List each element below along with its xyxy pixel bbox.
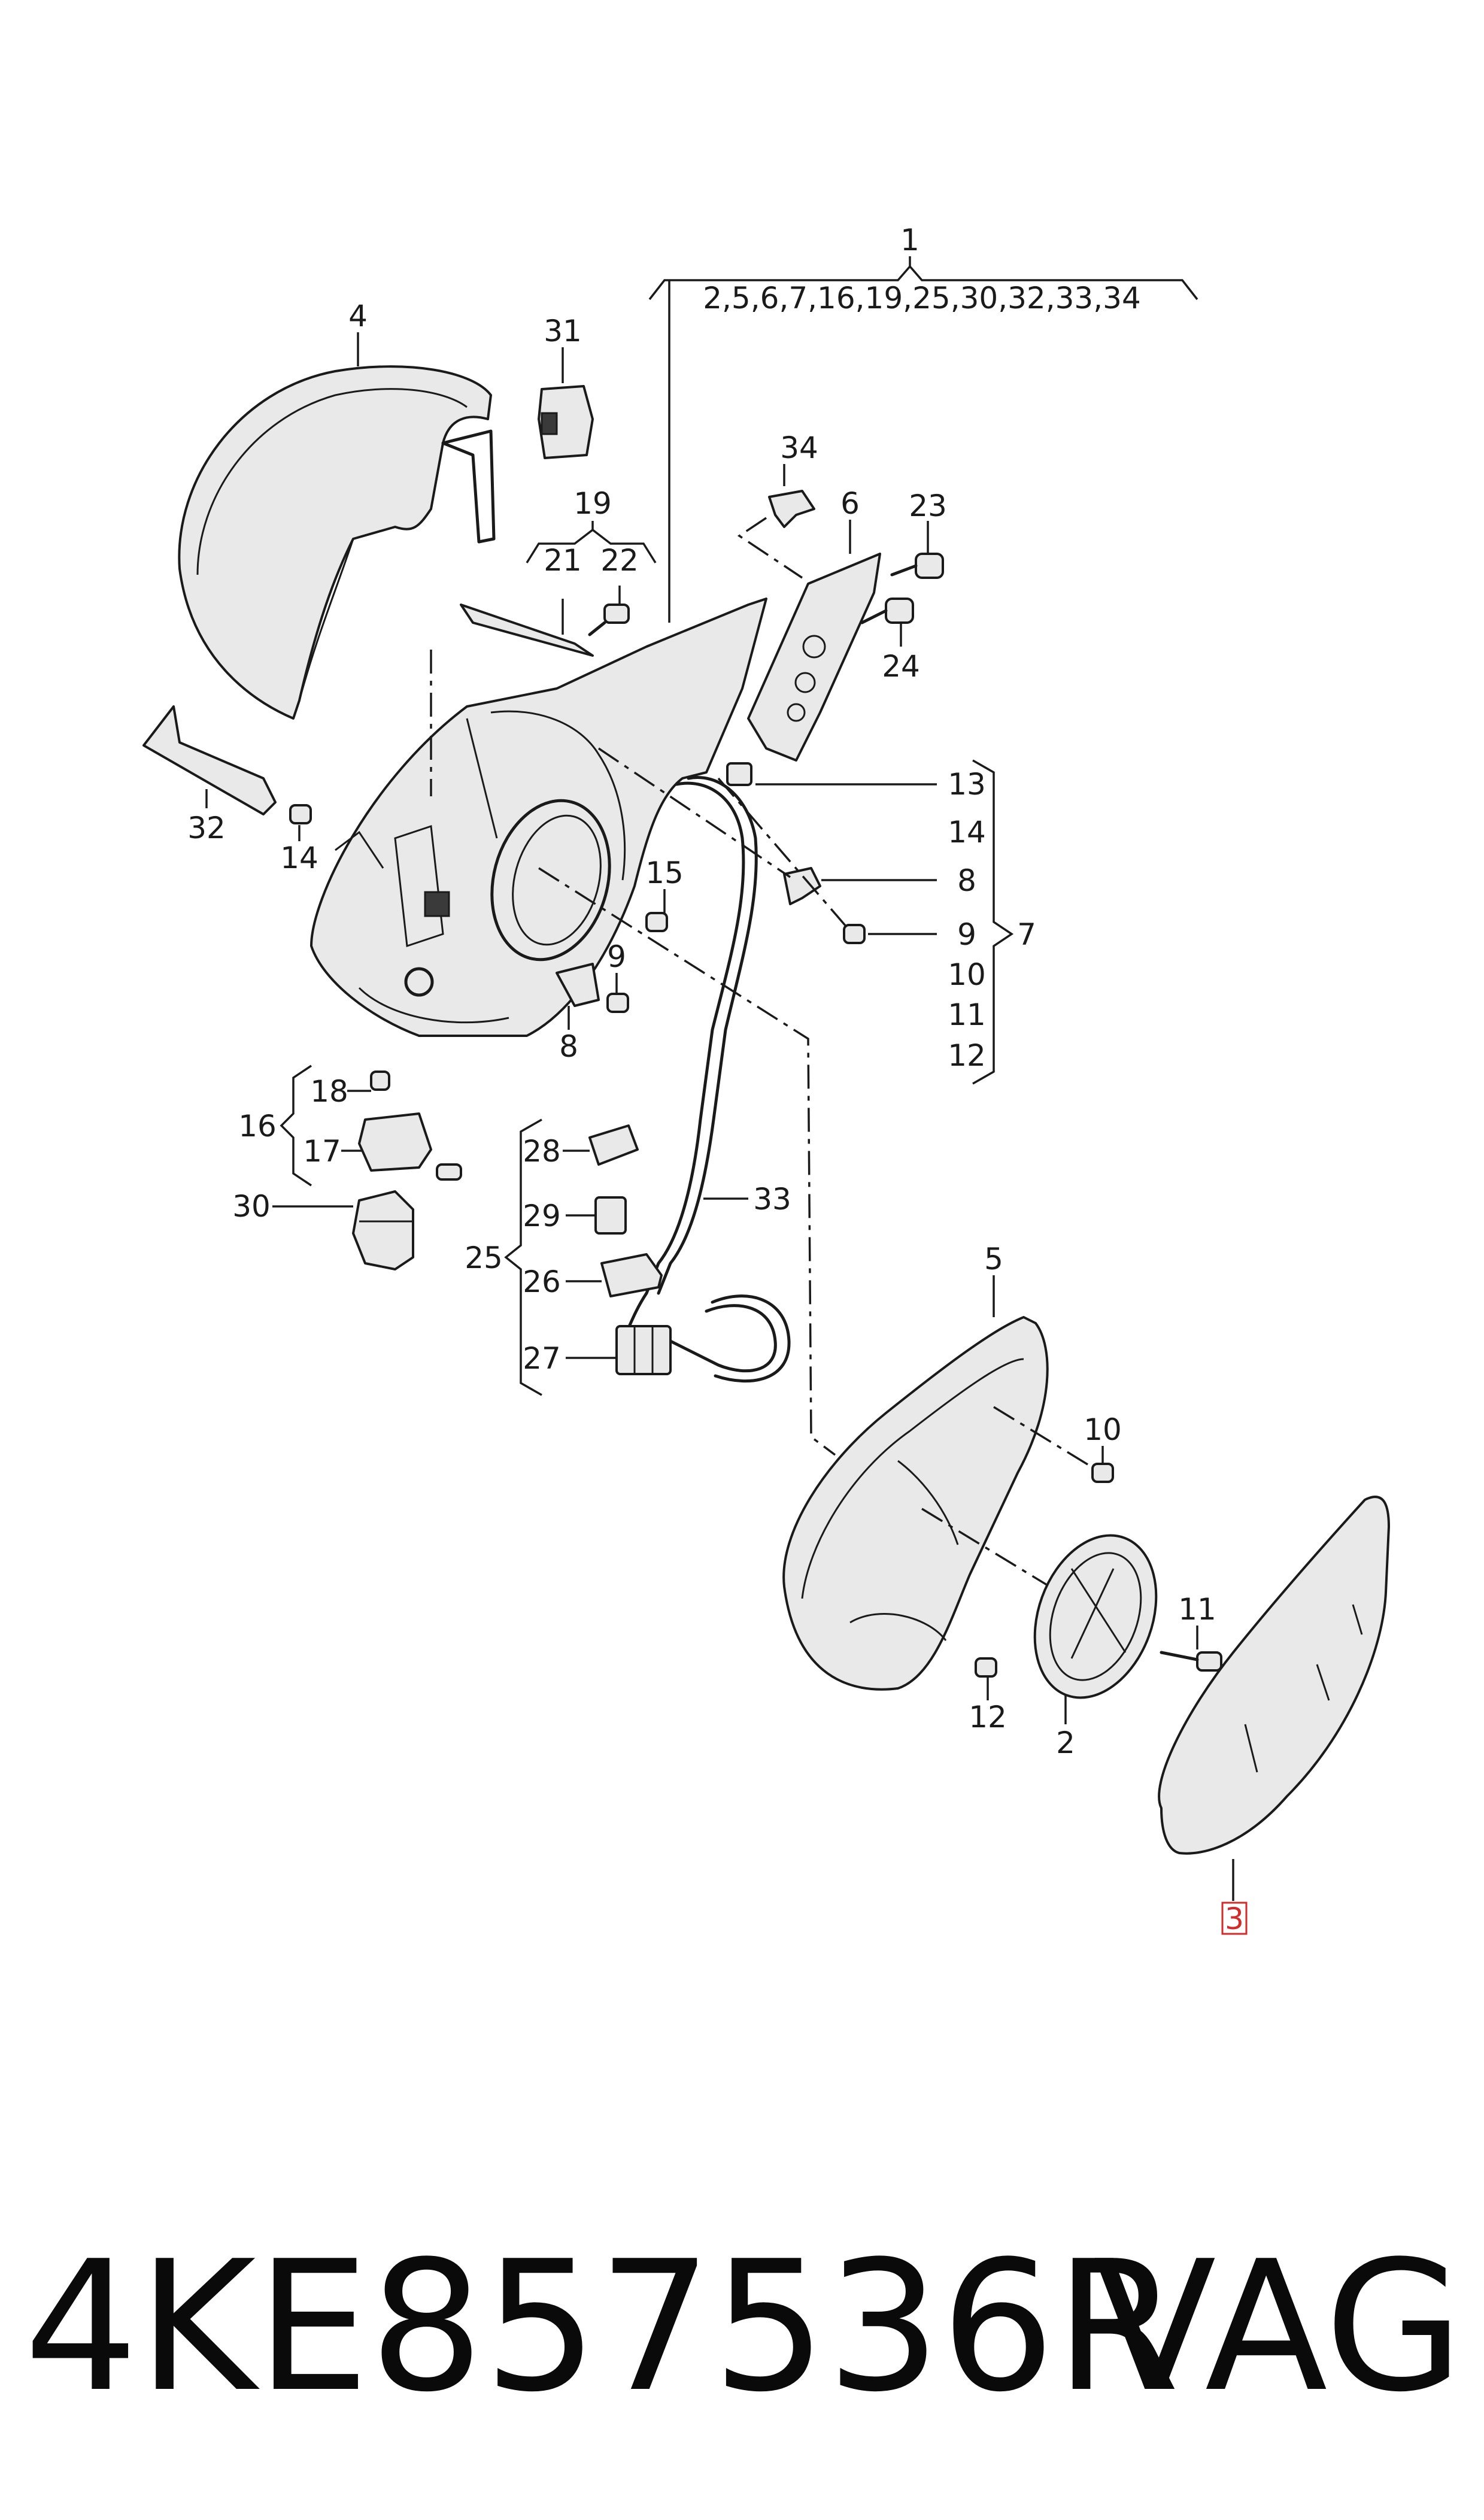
callout-15: 15 bbox=[645, 856, 684, 890]
screw-9-right bbox=[843, 924, 866, 944]
part-13 bbox=[726, 762, 752, 786]
small-lamp-part bbox=[538, 385, 594, 459]
adjust-motor-2 bbox=[1033, 1534, 1158, 1699]
screw-23 bbox=[890, 553, 944, 579]
callout-19: 19 bbox=[573, 486, 612, 521]
callout-14-right: 14 bbox=[948, 815, 986, 850]
callout-16: 16 bbox=[238, 1109, 277, 1144]
callout-12-lower: 12 bbox=[969, 1700, 1007, 1734]
callout-12-right: 12 bbox=[948, 1038, 986, 1073]
callout-21: 21 bbox=[544, 543, 582, 578]
actuator-30 bbox=[352, 1190, 414, 1270]
screw-15 bbox=[645, 912, 668, 932]
part-28 bbox=[588, 1124, 639, 1166]
callout-11-lower: 11 bbox=[1178, 1592, 1216, 1627]
screw-17 bbox=[436, 1163, 462, 1181]
callout-18: 18 bbox=[310, 1074, 348, 1109]
callout-34: 34 bbox=[780, 430, 818, 465]
callout-11-right: 11 bbox=[948, 997, 986, 1032]
callout-14-left: 14 bbox=[280, 841, 318, 875]
connector-27 bbox=[615, 1325, 672, 1375]
callout-23: 23 bbox=[909, 489, 947, 523]
callout-32: 32 bbox=[187, 811, 226, 845]
callout-33: 33 bbox=[753, 1182, 791, 1217]
triangle-cover-part bbox=[747, 553, 881, 762]
part-8-upper bbox=[783, 867, 821, 905]
cable-harness-33 bbox=[621, 776, 791, 1383]
callout-29: 29 bbox=[523, 1199, 561, 1233]
strip-32-part bbox=[142, 705, 277, 815]
connector-26 bbox=[600, 1253, 663, 1297]
strip-part bbox=[460, 604, 594, 657]
brand-caption: VAG bbox=[1094, 2222, 1464, 2431]
callout-26: 26 bbox=[523, 1264, 561, 1299]
screw-9-center bbox=[606, 993, 629, 1013]
callout-5: 5 bbox=[984, 1242, 1003, 1276]
mirror-cap-part bbox=[178, 365, 496, 720]
callout-24: 24 bbox=[882, 649, 920, 684]
highlight-box bbox=[1221, 1902, 1248, 1935]
callout-17: 17 bbox=[303, 1134, 341, 1169]
callout-9-center: 9 bbox=[607, 939, 626, 974]
callout-2: 2 bbox=[1056, 1726, 1075, 1760]
callout-10-right: 10 bbox=[948, 957, 986, 992]
screw-24 bbox=[860, 598, 914, 624]
callout-7: 7 bbox=[1017, 917, 1036, 952]
callout-labels: 4 31 19 21 22 34 6 23 24 32 14 15 13 14 … bbox=[187, 299, 1244, 1936]
assembly-number: 1 bbox=[900, 223, 919, 257]
callout-3: 3 bbox=[1225, 1902, 1244, 1936]
callout-8-center: 8 bbox=[559, 1029, 578, 1064]
screw-22 bbox=[588, 604, 630, 636]
callout-10-lower: 10 bbox=[1084, 1412, 1122, 1447]
part-29 bbox=[594, 1196, 627, 1235]
screw-10 bbox=[1091, 1463, 1114, 1483]
assembly-contents: 2,5,6,7,16,19,25,30,32,33,34 bbox=[703, 281, 1141, 316]
callout-25: 25 bbox=[465, 1241, 503, 1275]
mirror-housing-5 bbox=[782, 1316, 1049, 1691]
callout-6: 6 bbox=[840, 486, 860, 521]
callout-22: 22 bbox=[600, 543, 639, 578]
mirror-glass-3 bbox=[1158, 1496, 1390, 1855]
part-8-lower bbox=[556, 963, 600, 1007]
mirror-base-part bbox=[310, 598, 767, 1037]
callout-30: 30 bbox=[232, 1189, 271, 1224]
screw-11 bbox=[1160, 1651, 1222, 1672]
clip-34 bbox=[768, 490, 815, 528]
callout-13: 13 bbox=[948, 767, 986, 802]
part-number-caption: 4KE857536R bbox=[24, 2222, 1180, 2431]
bracket-17 bbox=[358, 1112, 432, 1172]
callout-28: 28 bbox=[523, 1134, 561, 1169]
screw-14 bbox=[289, 804, 312, 824]
callout-8-right: 8 bbox=[957, 863, 976, 898]
callout-27: 27 bbox=[523, 1341, 561, 1376]
assembly-bracket bbox=[648, 256, 1198, 623]
callout-31: 31 bbox=[544, 314, 582, 348]
callout-9-right: 9 bbox=[957, 917, 976, 952]
screw-18 bbox=[370, 1071, 390, 1091]
callout-4: 4 bbox=[348, 299, 368, 333]
screw-12 bbox=[975, 1657, 997, 1678]
